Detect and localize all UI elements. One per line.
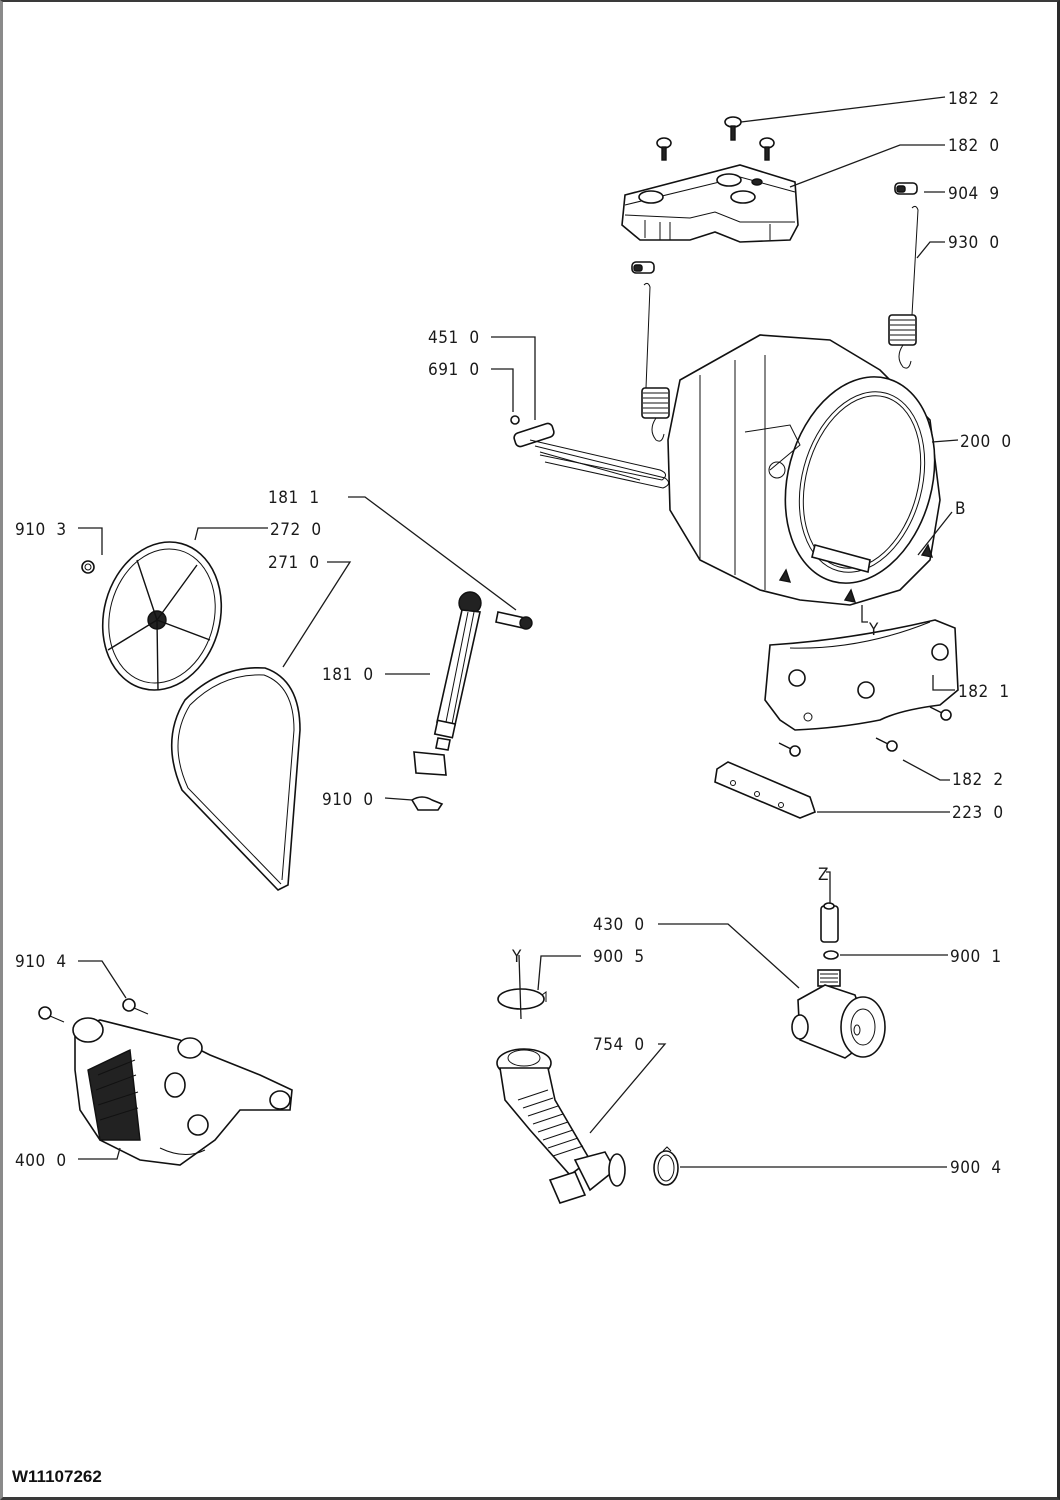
ntc-sensor-691-0[interactable] xyxy=(510,415,520,425)
callout-400-0: 400 0 xyxy=(15,1151,67,1171)
callout-200-0: 200 0 xyxy=(960,432,1012,452)
clip-910-0[interactable] xyxy=(410,796,444,811)
damper-pin-181-1[interactable] xyxy=(495,611,533,630)
pump-filter-cap[interactable] xyxy=(820,902,839,943)
callout-182-0: 182 0 xyxy=(948,136,1000,156)
callout-900-5: 900 5 xyxy=(593,947,645,967)
shock-absorber-181-0[interactable] xyxy=(413,591,482,776)
leader-lines xyxy=(78,96,959,1168)
pulley-nut-910-3[interactable] xyxy=(81,560,95,574)
callout-y: Y xyxy=(511,947,522,967)
callout-754-0: 754 0 xyxy=(593,1035,645,1055)
callout-451-0: 451 0 xyxy=(428,328,480,348)
callout-900-1: 900 1 xyxy=(950,947,1002,967)
sump-hose-754-0[interactable] xyxy=(496,1048,626,1204)
hose-clamp-900-4[interactable] xyxy=(653,1146,679,1186)
callout-272-0: 272 0 xyxy=(270,520,322,540)
callout-182-2-bottom: 182 2 xyxy=(952,770,1004,790)
callout-910-4: 910 4 xyxy=(15,952,67,972)
motor-400-0[interactable] xyxy=(72,1017,293,1166)
callout-b: B xyxy=(955,499,966,519)
spring-bushing-904-9[interactable] xyxy=(631,182,918,274)
callout-ly: Y xyxy=(868,620,879,640)
front-counterweight-182-1[interactable] xyxy=(764,619,959,731)
upper-counterweight-182-0[interactable] xyxy=(621,164,799,243)
callout-930-0: 930 0 xyxy=(948,233,1000,253)
callout-181-1: 181 1 xyxy=(268,488,320,508)
weight-block-223-0[interactable] xyxy=(714,761,816,819)
callout-182-2-top: 182 2 xyxy=(948,89,1000,109)
callout-430-0: 430 0 xyxy=(593,915,645,935)
clamp-900-1[interactable] xyxy=(823,950,839,960)
callout-z: Z xyxy=(818,865,829,885)
heating-element-451-0[interactable] xyxy=(513,422,669,489)
motor-screw-910-4[interactable] xyxy=(38,998,149,1023)
callout-910-0: 910 0 xyxy=(322,790,374,810)
callout-904-9: 904 9 xyxy=(948,184,1000,204)
callout-182-1: 182 1 xyxy=(958,682,1010,702)
drum-pulley-272-0[interactable] xyxy=(87,529,238,704)
callout-271-0: 271 0 xyxy=(268,553,320,573)
callout-181-0: 181 0 xyxy=(322,665,374,685)
screw-182-2-bottom[interactable] xyxy=(778,706,952,757)
screw-182-2-top[interactable] xyxy=(656,116,775,161)
tub-200-0[interactable] xyxy=(667,334,957,606)
callout-900-4: 900 4 xyxy=(950,1158,1002,1178)
document-id: W11107262 xyxy=(12,1467,102,1486)
suspension-spring-930-0[interactable] xyxy=(641,205,919,442)
hose-clamp-900-5[interactable] xyxy=(497,988,547,1010)
callout-labels: 182 2 182 0 904 9 930 0 451 0 691 0 200 … xyxy=(15,89,1012,1178)
callout-910-3: 910 3 xyxy=(15,520,67,540)
callout-691-0: 691 0 xyxy=(428,360,480,380)
callout-223-0: 223 0 xyxy=(952,803,1004,823)
drain-pump-430-0[interactable] xyxy=(791,969,886,1059)
drive-belt-271-0[interactable] xyxy=(170,666,301,891)
